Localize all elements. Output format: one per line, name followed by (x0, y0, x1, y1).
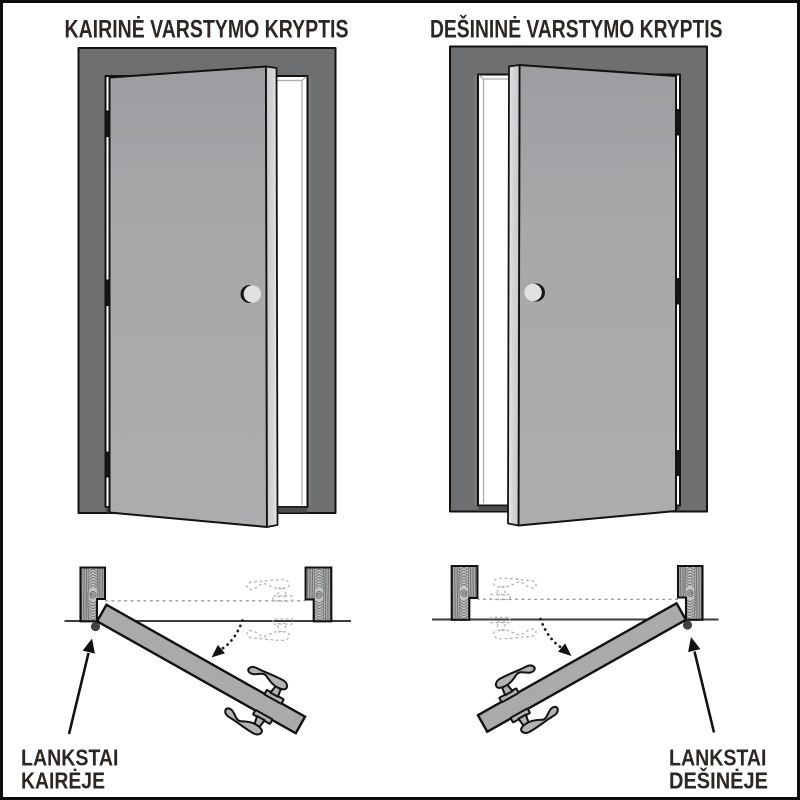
svg-text:KAIRĖJE: KAIRĖJE (21, 768, 105, 794)
svg-text:LANKSTAI: LANKSTAI (669, 745, 767, 771)
svg-text:DEŠININĖ VARSTYMO KRYPTIS: DEŠININĖ VARSTYMO KRYPTIS (430, 14, 723, 44)
svg-text:KAIRINĖ VARSTYMO KRYPTIS: KAIRINĖ VARSTYMO KRYPTIS (65, 16, 349, 44)
svg-text:LANKSTAI: LANKSTAI (21, 745, 119, 771)
svg-text:DEŠINĖJE: DEŠINĖJE (669, 767, 768, 794)
